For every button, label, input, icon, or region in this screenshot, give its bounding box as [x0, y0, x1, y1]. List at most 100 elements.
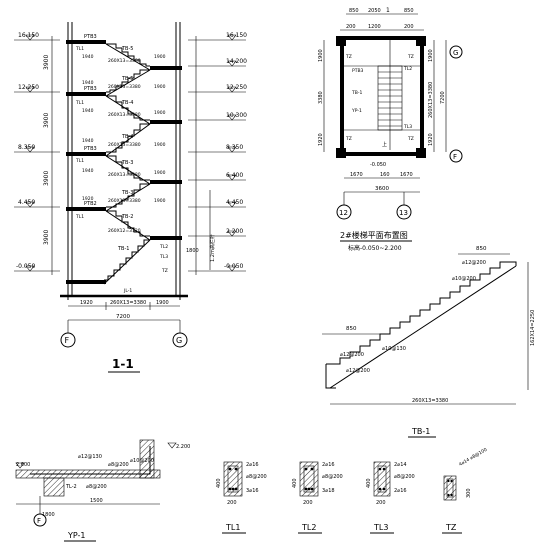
total-width: 7200	[116, 314, 130, 320]
height-left-1: 3900	[43, 113, 50, 128]
tl2-bottom: 3⌀18	[322, 488, 335, 494]
level-right-8: -0.050	[224, 263, 244, 270]
plan-bottom-dim-0: 1670	[350, 172, 363, 178]
dim-1940-2: 1940	[82, 108, 94, 114]
tb1-rebar-4: ⌀12@200	[346, 368, 370, 374]
section-right-levels: 16.150 14.200 12.250 10.300 8.350 6.400 …	[186, 32, 247, 275]
right-note: 1.2m高栏杆	[209, 234, 216, 262]
level-right-5: 6.400	[226, 172, 243, 179]
section-bottom-dims: 1920 260X13=3380 1900 7200	[68, 300, 180, 321]
plan-subtitle: 标高-0.050~2.200	[348, 244, 402, 252]
dim-1900-1: 1900	[154, 84, 166, 90]
stair-label-0: TB-5	[121, 46, 133, 52]
yp1-level-0: 2.600	[16, 462, 30, 468]
yp1-rebar-1: ⌀8@200	[108, 462, 129, 468]
plan-top-dim-0: 850	[349, 8, 359, 14]
tl1-stirrup: ⌀8@200	[246, 474, 267, 480]
dim-1900-5: 1900	[154, 198, 166, 204]
yp1-detail: 2.600 2.200 ⌀12@130 ⌀8@200 ⌀10@200 ⌀8@20…	[15, 439, 190, 542]
dim-1940-3: 1940	[82, 138, 94, 144]
section-left-levels: 16.150 12.250 8.350 4.450 -0.050 3900 39…	[14, 32, 60, 275]
yp1-rebar-0: ⌀12@130	[78, 454, 102, 460]
level-left-0: 16.150	[18, 32, 39, 39]
tz-note: 4⌀14 ⌀8@100	[458, 447, 488, 468]
stair-label-2: TB-4	[121, 100, 133, 106]
plan-label-4: TL2	[403, 66, 412, 72]
tl3-top: 2⌀14	[394, 462, 407, 468]
step-text-6: 260X12=3120	[108, 228, 141, 234]
beam-label-2: TL1	[75, 158, 84, 164]
yp1-level-1: 2.200	[176, 444, 190, 450]
platform-label-1: PTB3	[84, 86, 97, 92]
tb1-rebar-2: ⌀10@130	[382, 346, 406, 352]
stair-label-5: TB-3	[121, 190, 133, 196]
plan-axis-f	[449, 149, 463, 163]
level-right-4: 8.350	[226, 144, 243, 151]
level-right-2: 12.250	[226, 84, 247, 91]
section-title: 1-1	[112, 357, 134, 371]
tz-width: 300	[466, 488, 472, 498]
step-text-1: 260X13=3380	[108, 84, 141, 90]
stair-flights	[103, 43, 151, 285]
level-right-3: 10.300	[226, 112, 247, 119]
dim-1940-1: 1940	[82, 80, 94, 86]
tb1-top-dim: 850	[476, 246, 487, 252]
dim-1940-0: 1940	[82, 54, 94, 60]
plan-top-dim-1: 2050	[368, 8, 381, 14]
beam-label-0: TL1	[75, 46, 84, 52]
plan-up-note: 上	[382, 141, 387, 148]
column-tl	[336, 36, 346, 46]
plan-label-5: TL3	[403, 124, 412, 130]
plan-axis-g-label: G	[453, 49, 458, 57]
bottom-dim-2: 1900	[156, 300, 169, 306]
plan-bottom-dim-1: 160	[380, 172, 390, 178]
tb1-rebar-3: ⌀12@200	[340, 352, 364, 358]
plan-treads	[344, 40, 420, 150]
column-tr	[416, 36, 426, 46]
yp1-dim-1: 1800	[42, 512, 55, 518]
ground-dim: 1800	[186, 248, 199, 254]
tz-section: 4⌀14 ⌀8@100 300 TZ	[442, 447, 488, 534]
tl2-section: 2⌀16 ⌀8@200 3⌀18 200 400 TL2	[292, 461, 343, 534]
plan-mid-dim-0: 200	[346, 24, 356, 30]
beam-label-4: TL2	[159, 244, 168, 250]
stair-label-7: TB-1	[117, 246, 129, 252]
level-right-0: 16.150	[226, 32, 247, 39]
yp1-title: YP-1	[67, 531, 86, 540]
step-text-2: 260X13=3380	[108, 112, 141, 118]
plan-level-note: -0.050	[370, 162, 386, 168]
tb1-rebar-0: ⌀12@200	[462, 260, 486, 266]
plan-label-8: YP-1	[351, 108, 362, 114]
stair-label-1: TB-5	[121, 76, 133, 82]
tl3-height: 400	[366, 478, 372, 488]
dim-1940-4: 1940	[82, 168, 94, 174]
stair-plan: 850 2050 850 200 1200 200 1	[318, 7, 463, 252]
plan-label-0: TZ	[345, 54, 352, 60]
yp1-axis-label: F	[37, 517, 41, 525]
tl2-width: 200	[303, 500, 313, 506]
plan-mid-dim-1: 1200	[368, 24, 381, 30]
level-right-1: 14.200	[226, 58, 247, 65]
dim-1900-0: 1900	[154, 54, 166, 60]
tb1-bottom-dim: 260X13=3380	[412, 398, 448, 404]
tb1-title: TB-1	[411, 427, 430, 436]
plan-title: 2#楼梯平面布置图	[340, 230, 408, 240]
level-left-2: 8.350	[18, 144, 35, 151]
plan-label-7: TZ	[407, 136, 414, 142]
tl1-height: 400	[216, 478, 222, 488]
plan-axis-f-label: F	[453, 153, 457, 161]
level-left-1: 12.250	[18, 84, 39, 91]
beam-label-1: TL1	[75, 100, 84, 106]
axis-label-f: F	[65, 336, 70, 345]
dim-1940-5: 1920	[82, 196, 94, 202]
dim-1900-3: 1900	[154, 142, 166, 148]
level-right-6: 4.450	[226, 199, 243, 206]
yp1-rebar-3: ⌀8@200	[86, 484, 107, 490]
height-left-3: 3900	[43, 230, 50, 245]
tz-title: TZ	[445, 523, 457, 532]
plan-label-6: TZ	[345, 136, 352, 142]
beam-label-5: TL3	[159, 254, 168, 260]
plan-section-mark: 1	[386, 7, 390, 14]
level-right-7: 2.200	[226, 228, 243, 235]
